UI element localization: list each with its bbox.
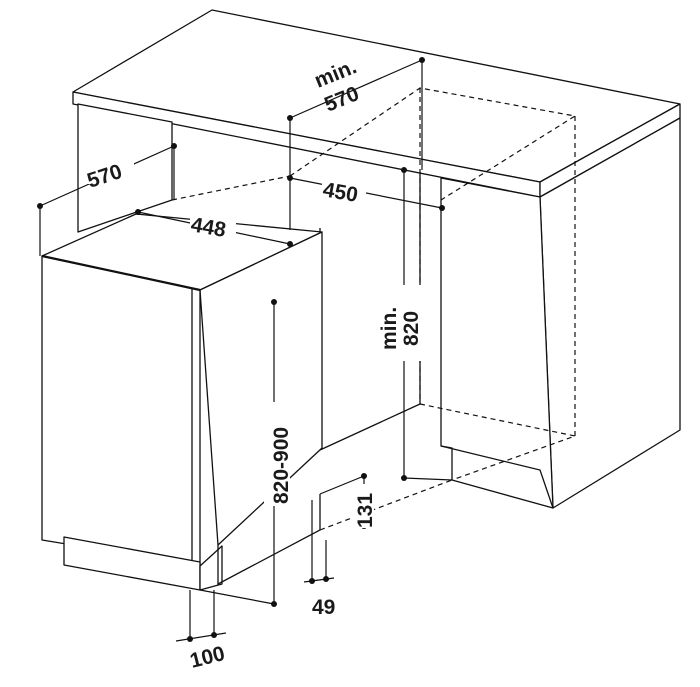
niche-hidden-floor-front	[319, 479, 453, 531]
label-bg	[378, 285, 422, 361]
label-bg	[190, 213, 236, 235]
dim-dot	[309, 578, 315, 584]
dim-dot	[401, 167, 407, 173]
dim-dot	[171, 143, 177, 149]
dim-plinth-height-ext	[319, 475, 365, 495]
dim-niche-height-ext-bottom	[403, 477, 453, 481]
dim-dot	[287, 175, 293, 181]
dim-dot	[323, 576, 329, 582]
dim-dot	[419, 57, 425, 63]
label-bg	[84, 158, 134, 184]
niche-floor-edge	[319, 403, 421, 451]
appliance-base-side	[217, 494, 321, 586]
dim-niche-depth-line	[289, 59, 423, 119]
dim-dot	[401, 475, 407, 481]
label-plinth-height: 131	[354, 493, 377, 528]
dim-dot	[271, 601, 277, 607]
niche-hidden-floor	[419, 403, 578, 481]
appliance-side	[199, 231, 323, 546]
label-bg	[264, 402, 290, 506]
label-bg	[352, 484, 374, 528]
label-appliance-height: 820-900	[270, 427, 293, 504]
niche-hidden-depth-line	[171, 175, 291, 201]
dim-dot	[187, 636, 193, 642]
dim-dot	[287, 241, 293, 247]
appliance-door	[41, 255, 201, 567]
label-door-offset: 100	[188, 642, 228, 673]
dim-dot	[211, 632, 217, 638]
label-niche-height: 820	[400, 311, 423, 346]
dim-dot	[37, 203, 43, 209]
appliance-door-top-edge	[41, 254, 201, 292]
label-plinth-depth: 49	[312, 596, 335, 619]
dim-dot	[439, 205, 445, 211]
appliance-foot	[199, 545, 223, 591]
dim-dot	[361, 473, 367, 479]
label-niche-width: 450	[321, 178, 360, 207]
label-bg	[322, 178, 366, 200]
label-min-side: min.	[378, 307, 401, 350]
dim-dot	[271, 299, 277, 305]
right-cabinet-plinth-line	[440, 445, 554, 509]
niche-hidden-top	[289, 87, 577, 201]
right-cabinet-front	[440, 177, 554, 509]
dim-door-offset-line	[175, 632, 227, 642]
dim-appliance-height-ext-bottom	[199, 589, 275, 605]
dim-dot	[135, 209, 141, 215]
dim-plinth-depth-line	[303, 577, 335, 583]
dim-dot	[287, 115, 293, 121]
